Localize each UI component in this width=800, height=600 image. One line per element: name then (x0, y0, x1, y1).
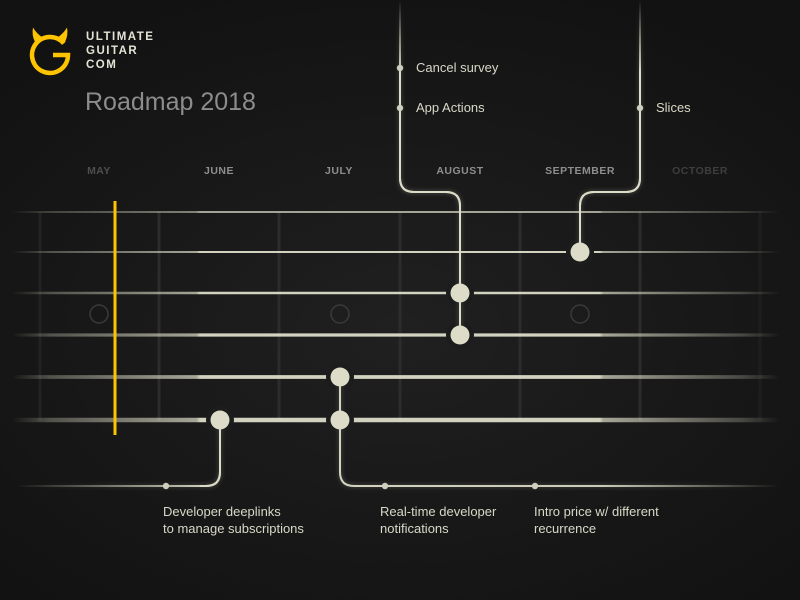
milestone-dot-icon (531, 482, 539, 490)
month-september: SEPTEMBER (545, 165, 615, 177)
milestone-developer-deeplinks: Developer deeplinks to manage subscripti… (163, 503, 304, 537)
inlay-circle-icon (570, 304, 590, 324)
label-line: Real-time developer (380, 504, 497, 519)
milestone-app-actions: App Actions (416, 100, 485, 115)
month-june: JUNE (203, 165, 234, 177)
fret-dot-icon (450, 325, 470, 345)
connector-september (579, 0, 641, 252)
brand-line: ULTIMATE (86, 31, 155, 43)
month-august: AUGUST (436, 165, 484, 177)
milestone-slices: Slices (656, 100, 691, 115)
label-line: Intro price w/ different (534, 504, 659, 519)
fret-dot-icon (210, 410, 230, 430)
milestone-dot-icon (162, 482, 170, 490)
connector-july (339, 377, 780, 487)
current-date-marker (113, 201, 117, 435)
label-line: to manage subscriptions (163, 521, 304, 536)
fret-dot-icon (450, 283, 470, 303)
brand-line: GUITAR (86, 45, 139, 57)
brand-wordmark: ULTIMATE GUITAR COM (86, 30, 154, 72)
brand-line: COM (86, 59, 118, 71)
inlay-circle-icon (330, 304, 350, 324)
month-may: MAY (87, 165, 111, 177)
label-line: recurrence (534, 521, 597, 536)
strings (12, 211, 780, 423)
inlay-markers (89, 304, 590, 324)
inlay-circle-icon (89, 304, 109, 324)
month-july: JULY (325, 165, 353, 177)
milestone-intro-price: Intro price w/ different recurrence (534, 503, 659, 537)
label-line: notifications (380, 521, 449, 536)
fret-dot-icon (330, 367, 350, 387)
page-title: Roadmap 2018 (85, 88, 256, 116)
milestone-cancel-survey: Cancel survey (416, 60, 499, 75)
frets (38, 212, 762, 421)
milestone-realtime-notifications: Real-time developer notifications (380, 503, 496, 537)
milestone-dot-icon (396, 64, 404, 72)
milestone-dot-icon (381, 482, 389, 490)
milestone-dot-icon (396, 104, 404, 112)
connector-june (15, 420, 221, 487)
milestone-dot-icon (636, 104, 644, 112)
fret-dot-icon (330, 410, 350, 430)
fret-dot-icon (570, 242, 590, 262)
label-line: Developer deeplinks (163, 504, 281, 519)
month-october: OCTOBER (672, 165, 728, 177)
ug-logo-icon (29, 27, 71, 76)
